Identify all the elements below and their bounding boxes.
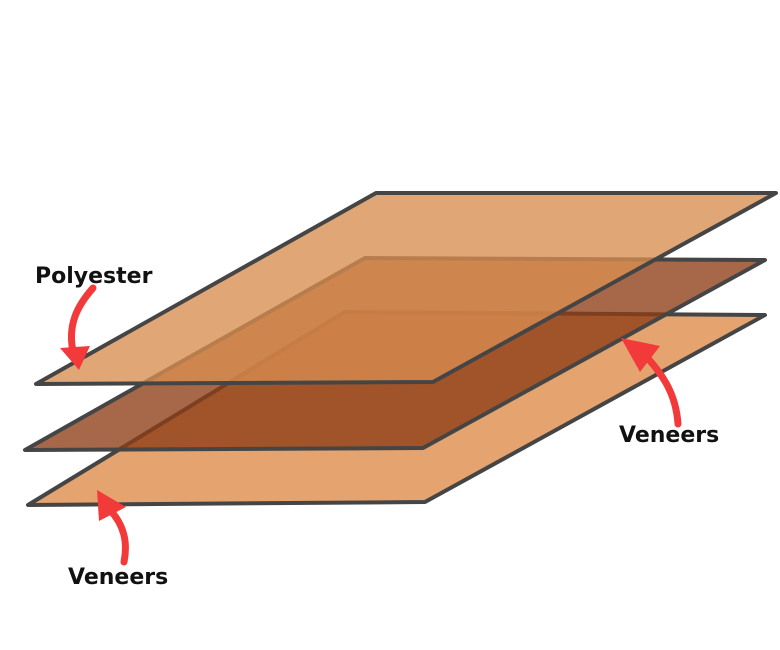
bottom-veneers-pointer-arrow — [97, 490, 129, 566]
polyester-label: Polyester — [35, 264, 153, 289]
veneers-label-bottom: Veneers — [68, 565, 168, 590]
right-veneers-pointer-arrow — [621, 338, 682, 428]
veneers-label-right: Veneers — [619, 423, 719, 448]
polyester-pointer-arrow — [60, 284, 97, 370]
top-veneer-sheet — [34, 191, 778, 386]
